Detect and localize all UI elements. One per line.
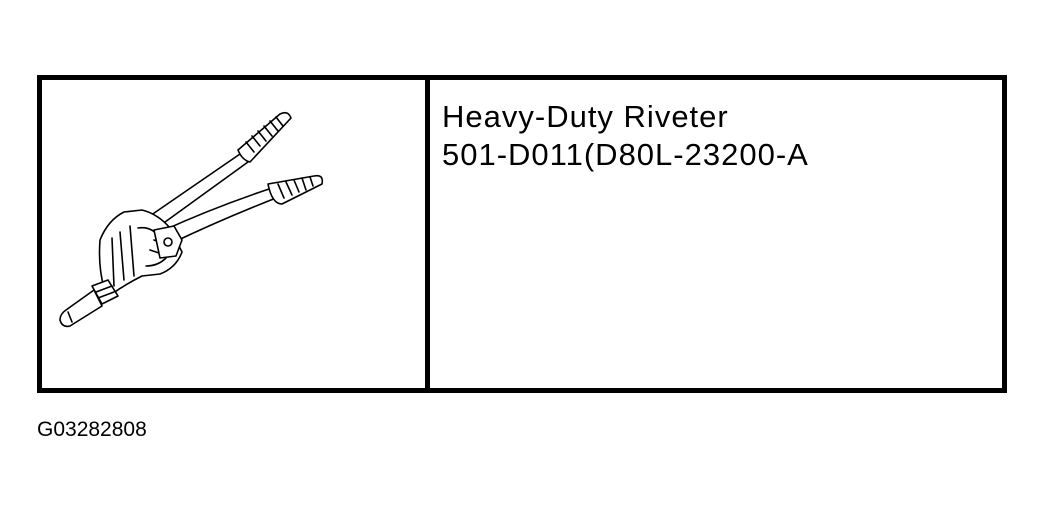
tool-part-number: 501-D011(D80L-23200-A: [442, 137, 809, 172]
tool-name: Heavy-Duty Riveter: [442, 99, 729, 134]
heavy-duty-riveter-icon: [59, 111, 324, 328]
illustration-cell: [42, 80, 430, 388]
tool-table: Heavy-Duty Riveter 501-D011(D80L-23200-A: [37, 75, 1007, 393]
figure-id: G03282808: [37, 418, 147, 441]
tool-description-cell: Heavy-Duty Riveter 501-D011(D80L-23200-A: [430, 80, 1002, 388]
